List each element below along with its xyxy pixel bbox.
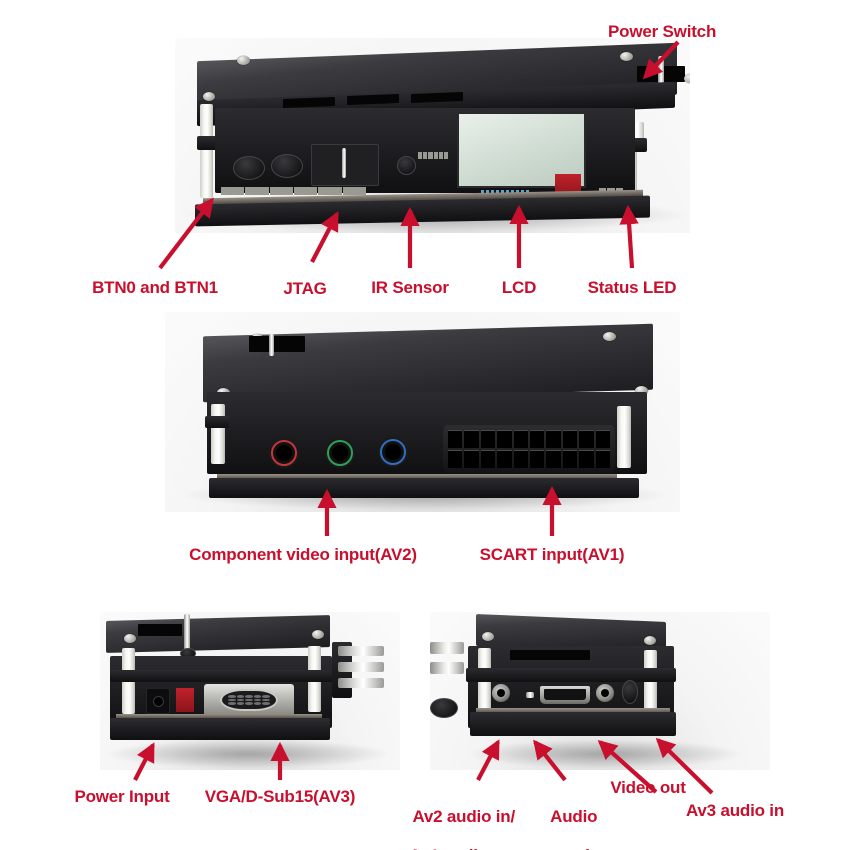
rca-barrel-2 [430,662,464,674]
left-clamp-bar [205,416,229,428]
standoff-left-upper [478,648,491,674]
drop-shadow [108,740,388,768]
standoff-left-lower [200,148,213,198]
btn0-button[interactable] [233,156,265,180]
label-av2-audio: Av2 audio in/ Av1 audio out [392,787,518,850]
switch-notch [249,336,305,352]
label-audio-toggle: Audio toggle [531,787,599,850]
rca-barrel-1 [338,646,384,656]
mid-clamp-bar [466,668,676,682]
av3-audio-in-jack[interactable] [596,684,614,702]
label-audio-toggle-line2: toggle [549,846,599,850]
rca-barrel-3 [430,698,458,718]
av2-audio-in-jack[interactable] [492,684,510,702]
power-input-jack[interactable] [146,688,170,714]
cover-screw-right [603,332,616,341]
cover-screw-right [312,630,324,639]
label-component-video-input: Component video input(AV2) [189,545,417,564]
standoff-right-lower [308,678,321,712]
scart-pins [448,430,610,468]
left-clamp-bar [197,136,219,150]
left-side-panel-photo [100,612,400,770]
scart-connector[interactable] [443,425,615,473]
ir-daughterboard-pins [418,152,449,159]
rca-green-jack[interactable] [327,440,353,466]
standoff-left [211,404,225,464]
rca-blue-jack[interactable] [380,439,406,465]
power-switch-toggle[interactable] [269,334,274,356]
label-video-out: Video out [610,778,686,797]
pcb-edge [217,474,617,481]
rca-barrel-2 [338,662,384,672]
upper-slot [510,650,590,660]
ir-sensor [397,156,416,175]
cover-screw-left [124,634,136,643]
rca-red-jack[interactable] [271,440,297,466]
right-side-panel-photo: · · · · · · · · · [430,612,770,770]
cover-screw-right-low [635,386,648,395]
cover-screw-far-right [684,74,690,83]
cover-screw-right [620,52,633,61]
power-switch-toggle[interactable] [184,614,190,652]
label-ir-sensor: IR Sensor [371,278,449,297]
pcb-edge-pads [221,187,366,195]
standoff-left-lower [478,676,491,712]
vga-shell [220,689,278,711]
label-status-led: Status LED [587,278,677,297]
rca-barrel-3 [338,678,384,688]
drop-shadow [470,740,740,768]
video-out-connector[interactable] [540,686,590,704]
mid-plate-screw-left [203,92,215,101]
switch-notch [138,624,182,636]
label-scart-input: SCART input(AV1) [479,545,625,564]
electrolytic-cap [622,680,638,704]
jtag-key-slot [342,148,346,178]
base-plate [209,478,639,498]
btn1-button[interactable] [271,154,303,178]
cover-screw-right [644,636,656,645]
standoff-left-upper [200,104,213,140]
audio-toggle-switch[interactable] [526,692,534,698]
rca-barrel-1 [430,642,464,654]
standoff-right-upper [308,646,321,676]
cover-screw-left [482,632,494,641]
label-av3-audio-in: Av3 audio in [685,801,785,820]
standoff-left-lower [122,680,135,714]
base-plate [110,718,330,740]
label-av2-audio-line1: Av2 audio in/ [412,806,516,826]
label-vga-dsub15: VGA/D-Sub15(AV3) [204,787,356,806]
front-panel-photo: · · · · · · · · · · · [175,38,690,233]
pcb-edge [476,708,670,715]
label-power-input: Power Input [74,787,170,806]
label-lcd: LCD [501,278,537,297]
pcb-edge [116,714,322,720]
label-btn0-btn1: BTN0 and BTN1 [92,278,218,297]
cover-screw-left [237,56,250,65]
red-component [176,688,194,712]
mid-clamp-bar [110,670,334,682]
standoff-right-lower [644,678,657,714]
cover-etching-right: · · · [605,65,618,73]
rear-panel-photo: · · · · · · · · · [165,312,680,512]
cover-etching: · · · · · · · · · [365,371,409,379]
base-plate [470,712,676,736]
label-jtag-line1: JTAG [283,278,327,298]
vga-pin-holes [228,695,270,705]
label-audio-toggle-line1: Audio [550,806,598,826]
standoff-right [617,406,631,468]
label-av2-audio-line2: Av1 audio out [409,846,518,850]
vga-connector[interactable] [204,684,294,716]
label-power-switch: Power Switch [608,22,717,41]
